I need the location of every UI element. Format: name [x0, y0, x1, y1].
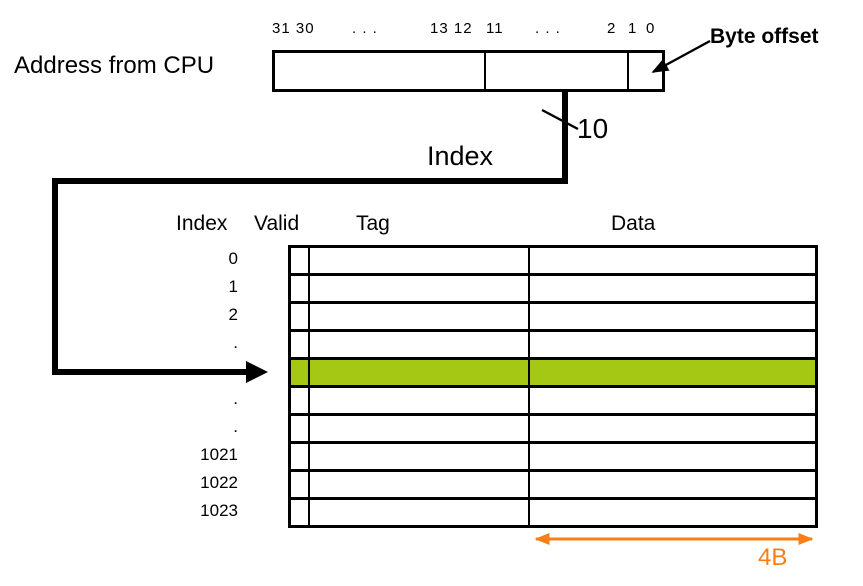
bit-label-ellipsis-high: . . . [352, 20, 378, 37]
cache-row [291, 472, 815, 500]
row-index-label: 1 [228, 277, 238, 296]
valid-bit-cell [291, 304, 310, 329]
data-cell [530, 444, 815, 469]
cache-row [291, 500, 815, 525]
row-index-labels: 0 1 2... 1021 1022 1023 [168, 245, 242, 525]
index-label: Index [427, 141, 494, 171]
bit-label-13-12: 13 12 [430, 20, 473, 37]
bit-label-2: 2 [607, 20, 617, 37]
valid-bit-cell [291, 472, 310, 497]
cache-row [291, 248, 815, 276]
tag-cell [310, 388, 530, 413]
index-bit-width-label: 10 [577, 113, 609, 144]
bit-label-31-30: 31 30 [272, 20, 315, 37]
tag-cell [310, 472, 530, 497]
tag-cell [310, 276, 530, 301]
valid-bit-cell [291, 388, 310, 413]
address-box [272, 50, 665, 92]
valid-bit-cell [291, 276, 310, 301]
row-index-label: . [233, 417, 238, 436]
bit-label-0: 0 [646, 20, 656, 37]
data-cell [530, 500, 815, 525]
cache-row-selected [291, 360, 815, 388]
tag-index-divider [484, 53, 486, 89]
tag-cell [310, 360, 530, 385]
row-index-label: 1023 [200, 501, 238, 520]
cache-row [291, 304, 815, 332]
bit-label-ellipsis-low: . . . [535, 20, 561, 37]
column-header-index: Index [176, 212, 228, 235]
tag-cell [310, 444, 530, 469]
bit-label-11: 11 [486, 20, 504, 37]
data-cell [530, 472, 815, 497]
bit-count-slash [541, 108, 579, 131]
valid-bit-cell [291, 248, 310, 273]
column-header-tag: Tag [356, 212, 390, 235]
row-index-label: 1021 [200, 445, 238, 464]
valid-bit-cell [291, 444, 310, 469]
data-cell [530, 388, 815, 413]
index-flow-arrowhead [246, 361, 268, 383]
tag-cell [310, 304, 530, 329]
column-header-valid: Valid [254, 212, 300, 235]
bit-label-1: 1 [628, 20, 638, 37]
tag-cell [310, 500, 530, 525]
row-index-label: . [233, 389, 238, 408]
row-index-label [168, 357, 242, 385]
data-cell [530, 360, 815, 385]
cache-row [291, 444, 815, 472]
cache-row [291, 276, 815, 304]
data-width-label: 4B [758, 544, 788, 571]
row-index-label: . [233, 333, 238, 352]
row-index-label: 2 [228, 305, 238, 324]
cache-row [291, 332, 815, 360]
row-index-label: 0 [228, 249, 238, 268]
data-cell [530, 416, 815, 441]
column-header-data: Data [611, 212, 656, 235]
byte-offset-label: Byte offset [710, 25, 819, 48]
valid-bit-cell [291, 332, 310, 357]
data-cell [530, 248, 815, 273]
cache-row [291, 388, 815, 416]
valid-bit-cell [291, 416, 310, 441]
data-cell [530, 276, 815, 301]
row-index-label: 1022 [200, 473, 238, 492]
tag-cell [310, 416, 530, 441]
cache-row [291, 416, 815, 444]
valid-bit-cell [291, 500, 310, 525]
data-cell [530, 304, 815, 329]
address-from-cpu-label: Address from CPU [14, 52, 215, 79]
cache-table [288, 245, 818, 528]
data-cell [530, 332, 815, 357]
tag-cell [310, 332, 530, 357]
valid-bit-cell [291, 360, 310, 385]
tag-cell [310, 248, 530, 273]
index-offset-divider [627, 53, 629, 89]
